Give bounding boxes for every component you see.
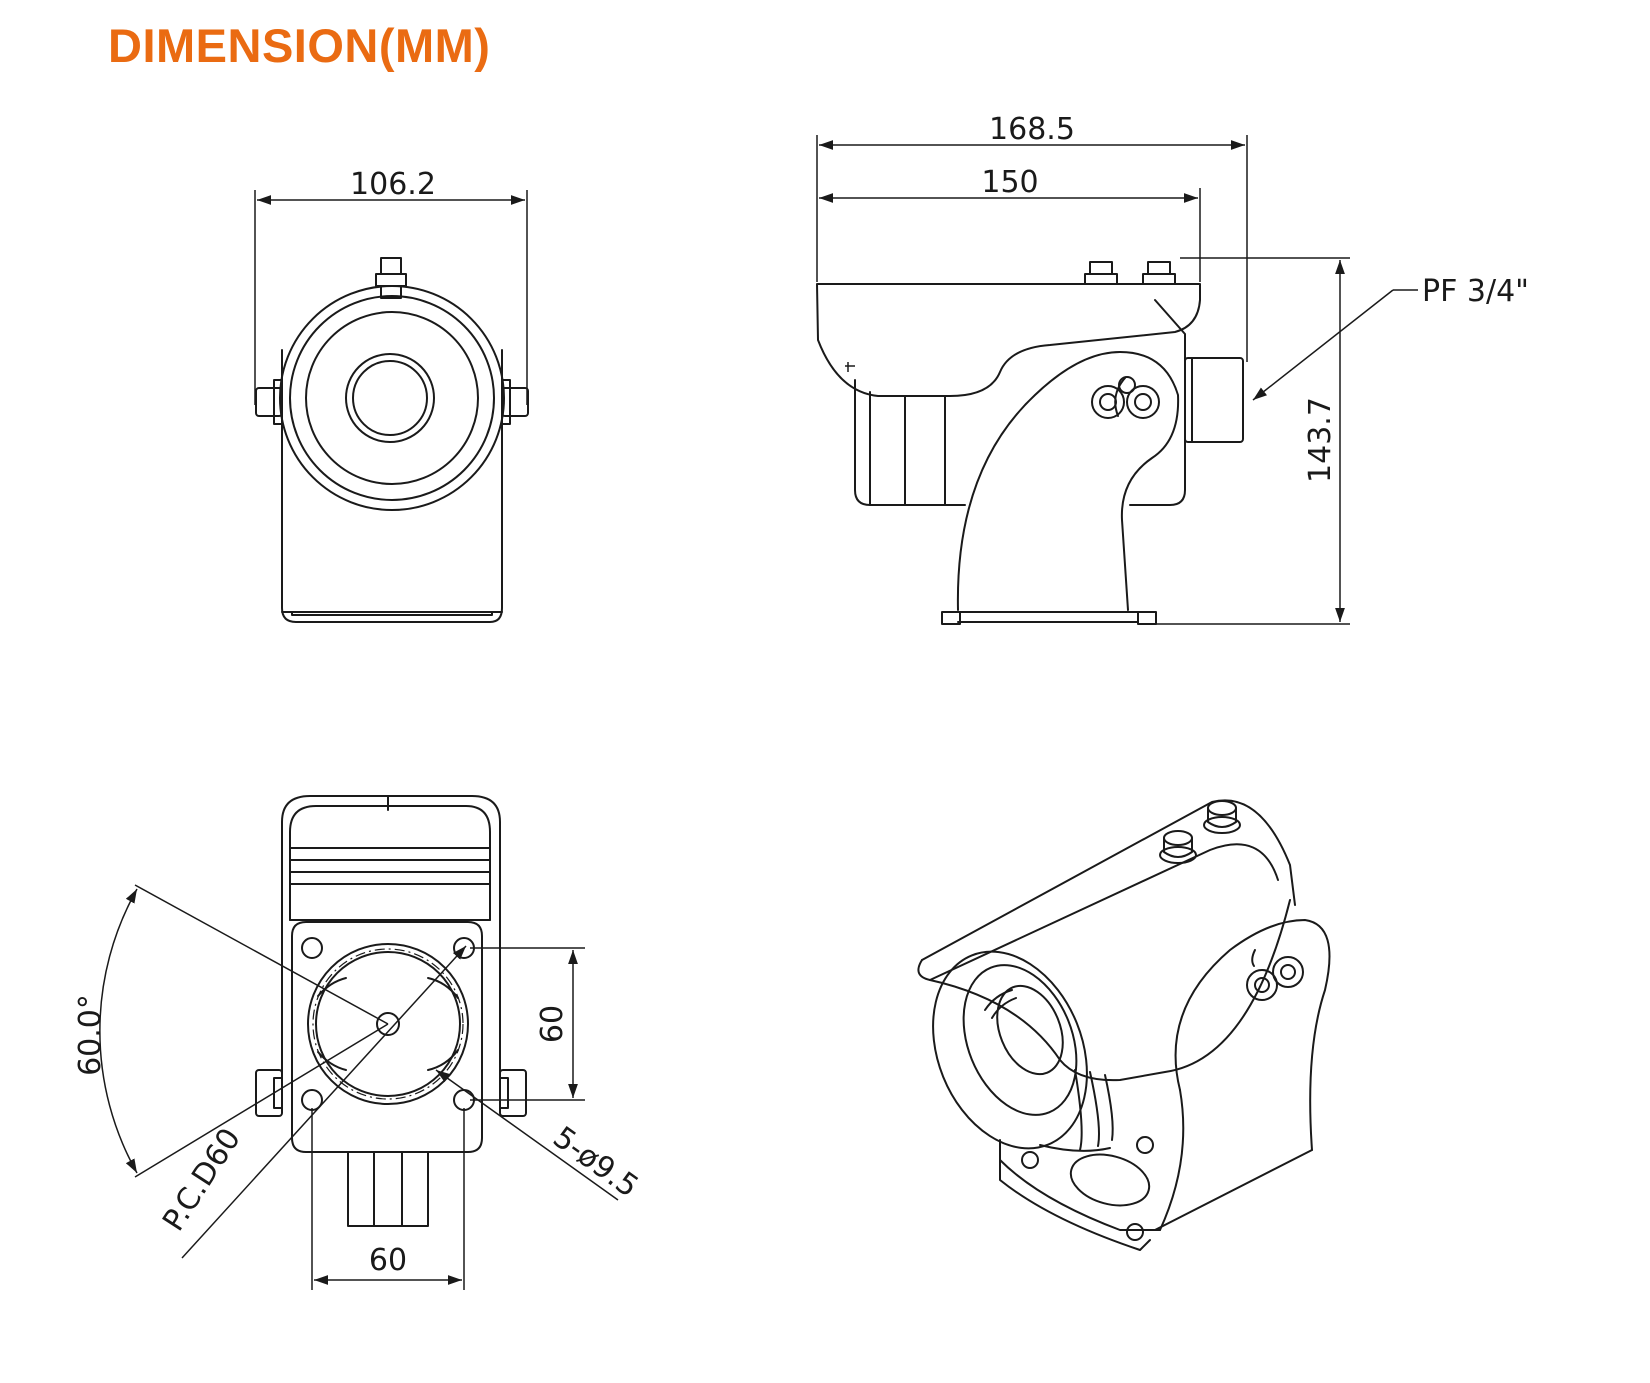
hole-spacing-vertical-label: 60: [535, 1005, 570, 1043]
angle-label: 60.0°: [73, 994, 108, 1076]
front-view: 106.2: [254, 167, 529, 623]
pcd-label: P.C.D60: [156, 1122, 248, 1237]
holes-label: 5-ø9.5: [546, 1120, 644, 1205]
height-label: 143.7: [1303, 397, 1338, 483]
front-width-label: 106.2: [350, 167, 436, 202]
isometric-view: [917, 799, 1331, 1251]
overall-length-label: 168.5: [989, 112, 1075, 147]
conduit-label: PF 3/4": [1422, 274, 1529, 309]
base-view: 60.0° P.C.D60 5-ø9.5 60 60: [73, 795, 645, 1290]
housing-length-label: 150: [981, 165, 1038, 200]
side-view: 168.5 150 143.7 PF 3/4": [816, 112, 1529, 625]
page-title: DIMENSION(MM): [108, 19, 491, 72]
hole-spacing-horizontal-label: 60: [369, 1243, 407, 1278]
